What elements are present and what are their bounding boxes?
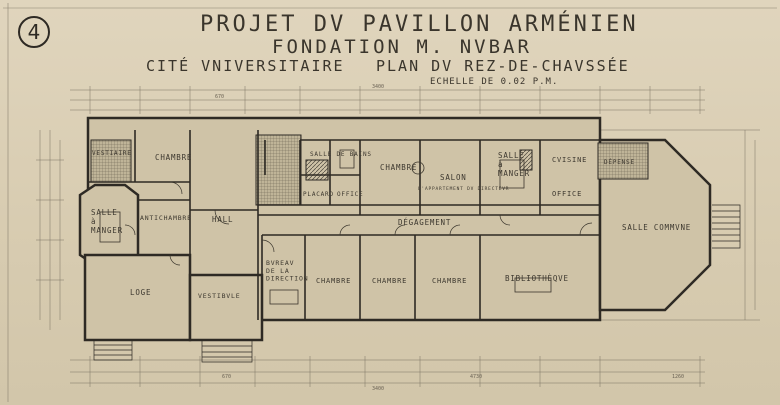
hatched-blocks (90, 134, 649, 206)
room-hall: HALL (212, 215, 233, 224)
room-placard: PLACARD (303, 191, 334, 198)
room-chambre-b2: CHAMBRE (372, 277, 407, 285)
room-office: OFFICE (552, 190, 582, 198)
dim-top-total: 3400 (372, 84, 384, 90)
room-chambre-b3: CHAMBRE (432, 277, 467, 285)
title-scale: ECHELLE DE 0.02 P.M. (430, 77, 559, 87)
room-cuisine: CVISINE (552, 156, 587, 164)
dim-bottom-right: 1260 (672, 374, 684, 380)
room-antichambre: ANTICHAMBRE (140, 214, 192, 222)
dimension-ticks (36, 86, 701, 387)
title-line-2: FONDATION M. NVBAR (272, 36, 532, 58)
room-vestibule: VESTIBVLE (198, 292, 240, 300)
room-chambre-top: CHAMBRE (380, 163, 417, 172)
room-loge: LOGE (130, 288, 151, 297)
room-salon: SALON (440, 173, 467, 182)
room-office-small: OFFICE (337, 191, 363, 198)
sheet-border (3, 3, 777, 402)
room-chambre-b1: CHAMBRE (316, 277, 351, 285)
room-vestiaire: VESTIAIRE (92, 150, 132, 157)
room-degagement: DÉGAGEMENT (398, 218, 451, 227)
room-salle-commune: SALLE COMMVNE (622, 223, 691, 232)
room-bibliotheque: BIBLIOTHÈQVE (505, 274, 569, 283)
room-chambre-left: CHAMBRE (155, 153, 192, 162)
room-salle-de-bains: SALLE DE BAINS (310, 151, 372, 158)
furniture (99, 149, 552, 305)
title-line-1: PROJET DV PAVILLON ARMÉNIEN (200, 12, 639, 37)
dimension-lines (39, 89, 760, 384)
room-salon-sub: L'APPARTEMENT DV DIRECTEVR (418, 186, 509, 192)
door-swings (124, 181, 593, 266)
interior-walls (88, 130, 600, 320)
dim-top-left: 670 (215, 94, 224, 100)
dim-bottom-total: 3400 (372, 386, 384, 392)
building-outline (78, 116, 712, 342)
sheet-number: 4 (18, 16, 50, 48)
dim-bottom-mid: 4730 (470, 374, 482, 380)
room-depense: DÉPENSE (604, 158, 635, 166)
title-plan: PLAN DV REZ-DE-CHAVSSÉE (376, 57, 630, 75)
exterior-steps (93, 204, 741, 363)
title-cite: CITÉ VNIVERSITAIRE (146, 57, 345, 75)
dim-bottom-left: 670 (222, 374, 231, 380)
